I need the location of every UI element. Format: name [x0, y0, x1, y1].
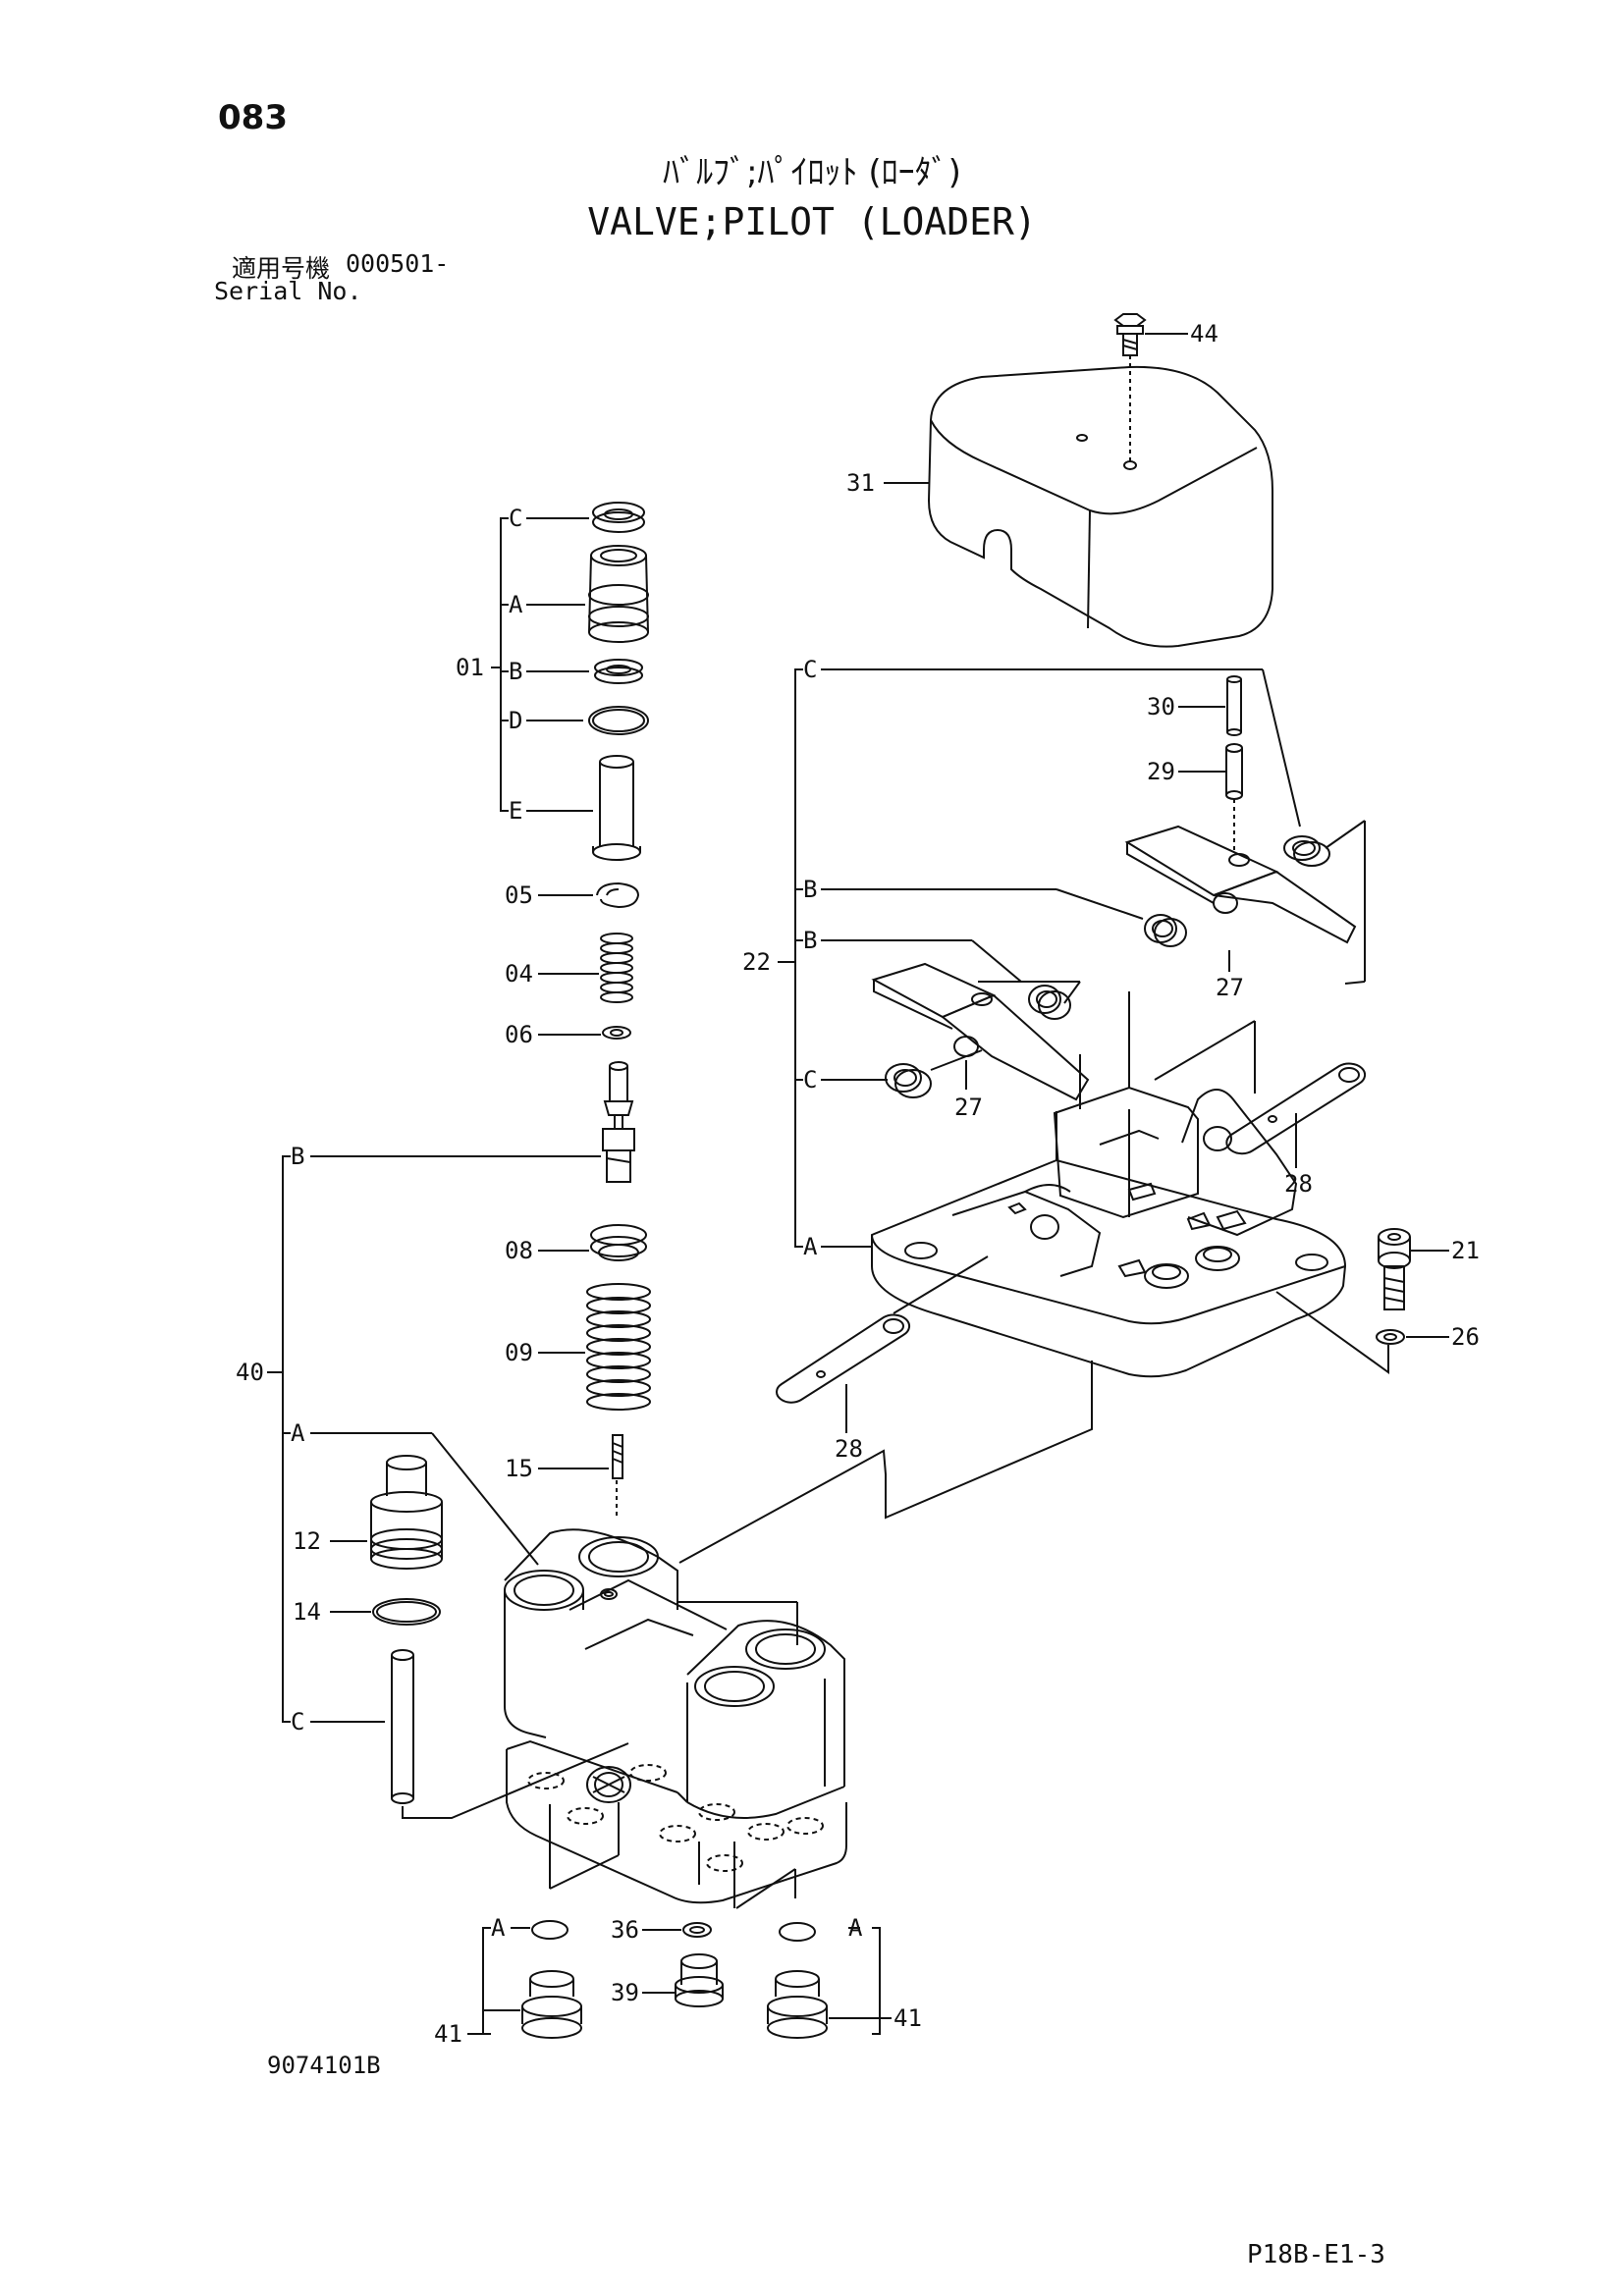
- callout-39: 39: [611, 1979, 639, 2006]
- callout-22-C-top: C: [803, 656, 817, 683]
- callout-22-B-upper: B: [803, 876, 817, 903]
- callout-01-C: C: [509, 505, 522, 532]
- bracket-40: [267, 1155, 601, 1723]
- callout-27-right: 27: [1216, 974, 1244, 1001]
- callout-22: 22: [742, 948, 771, 976]
- bracket-22: [778, 668, 1301, 1248]
- callout-40: 40: [236, 1359, 264, 1386]
- callout-04: 04: [505, 960, 533, 988]
- callout-26: 26: [1451, 1323, 1480, 1351]
- cover-31-drawing: [884, 365, 1273, 648]
- callout-28-right: 28: [1284, 1170, 1313, 1198]
- page-number: 083: [218, 98, 288, 137]
- callout-01-D: D: [509, 707, 522, 734]
- callout-41-left: 41: [434, 2020, 462, 2048]
- title-english: VALVE;PILOT (LOADER): [587, 200, 1037, 243]
- callout-44: 44: [1190, 320, 1218, 347]
- valve-body-drawing: [504, 1528, 847, 1904]
- callout-22-A: A: [803, 1233, 818, 1260]
- bracket-01: [491, 517, 593, 812]
- title-japanese: ﾊﾞﾙﾌﾞ;ﾊﾟｲﾛｯﾄ (ﾛｰﾀﾞ): [663, 153, 961, 192]
- callout-09: 09: [505, 1339, 533, 1366]
- sheet-reference: P18B-E1-3: [1247, 2240, 1385, 2269]
- serial-value: 000501-: [346, 249, 450, 278]
- callout-14: 14: [293, 1598, 321, 1626]
- callout-22-C-lower: C: [803, 1066, 817, 1094]
- callout-28-left: 28: [835, 1435, 863, 1463]
- callout-labels: 44 31 01 C A B D E 05 04 06 B 08 09 40 A…: [236, 320, 1480, 2048]
- callout-01: 01: [456, 654, 484, 681]
- callout-27-left: 27: [954, 1094, 983, 1121]
- callout-06: 06: [505, 1021, 533, 1048]
- callout-12: 12: [293, 1527, 321, 1555]
- callout-05: 05: [505, 881, 533, 909]
- callout-30: 30: [1147, 693, 1175, 721]
- callout-41-A-left: A: [491, 1914, 506, 1942]
- serial-label-japanese: 適用号機: [232, 254, 331, 283]
- bolt-44-drawing: [1113, 313, 1188, 461]
- callout-40-B: B: [291, 1143, 304, 1170]
- callout-41-right: 41: [893, 2004, 922, 2032]
- callout-08: 08: [505, 1237, 533, 1264]
- callout-29: 29: [1147, 758, 1175, 785]
- callout-01-B: B: [509, 658, 522, 685]
- callout-22-B-lower: B: [803, 927, 817, 954]
- base-22A-drawing: [871, 991, 1347, 1378]
- serial-label-english: Serial No.: [214, 277, 362, 305]
- callout-40-C: C: [291, 1708, 304, 1735]
- callout-41-A-right: A: [848, 1914, 863, 1942]
- drawing-number: 9074101B: [267, 2052, 381, 2079]
- callout-36: 36: [611, 1916, 639, 1944]
- callout-15: 15: [505, 1455, 533, 1482]
- callout-01-E: E: [509, 797, 522, 825]
- callout-31: 31: [846, 469, 875, 497]
- callout-01-A: A: [509, 591, 523, 618]
- callout-21: 21: [1451, 1237, 1480, 1264]
- callout-40-A: A: [291, 1419, 305, 1447]
